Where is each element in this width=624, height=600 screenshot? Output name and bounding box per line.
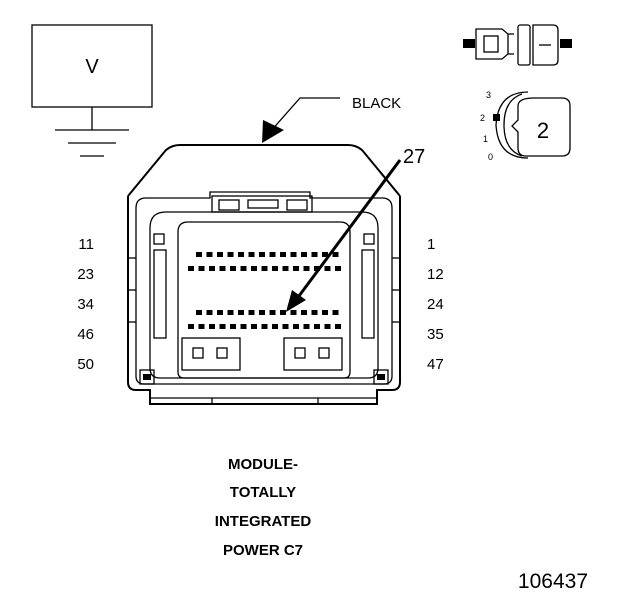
terminal-cavity: [280, 310, 286, 315]
voltmeter-symbol: V: [31, 24, 153, 157]
svg-text:0: 0: [488, 152, 493, 162]
terminal-cavity: [269, 310, 276, 315]
wire-color-label: BLACK: [352, 95, 401, 112]
terminal-cavity: [272, 266, 278, 271]
pin-label: 34: [77, 296, 94, 313]
title-line: INTEGRATED: [215, 513, 312, 530]
wire-color-callout: BLACK: [262, 95, 401, 143]
terminal-cavity: [219, 266, 226, 271]
terminal-cavity: [332, 252, 339, 257]
terminal-cavity: [335, 266, 341, 271]
arrow-icon: [262, 120, 284, 143]
terminal-cavity: [322, 310, 328, 315]
terminal-cavity: [314, 266, 320, 271]
terminal-cavity: [280, 252, 286, 257]
terminal-cavity: [303, 266, 310, 271]
terminal-cavity: [206, 310, 213, 315]
terminal-cavity: [293, 324, 299, 329]
terminal-cavity: [230, 266, 236, 271]
terminal-cavity: [240, 324, 247, 329]
terminal-cavity: [301, 252, 307, 257]
terminal-cavity: [248, 310, 255, 315]
power-terminal-block: [181, 337, 241, 371]
connector-title: MODULE- TOTALLY INTEGRATED POWER C7: [215, 456, 312, 559]
terminal-cavity: [314, 324, 320, 329]
pin-label: 35: [427, 326, 444, 343]
terminal-cavity: [230, 324, 236, 329]
terminal-cavity: [240, 266, 247, 271]
terminal-cavity: [324, 266, 331, 271]
svg-text:2: 2: [480, 113, 485, 123]
terminal-cavity: [188, 266, 194, 271]
pin-label: 12: [427, 266, 444, 283]
terminal-cavity: [188, 324, 194, 329]
terminal-cavity: [301, 310, 307, 315]
terminal-cavity: [293, 266, 299, 271]
terminal-cavity: [198, 266, 205, 271]
terminal-cavity: [322, 252, 328, 257]
terminal-cavity: [209, 324, 215, 329]
terminal-cavity: [261, 324, 268, 329]
terminal-cavity: [209, 266, 215, 271]
title-line: TOTALLY: [230, 484, 296, 501]
terminal-cavity: [272, 324, 278, 329]
terminal-cavity: [251, 266, 257, 271]
terminal-cavities: [188, 252, 341, 329]
pin-label: 24: [427, 296, 444, 313]
terminal-cavity: [332, 310, 339, 315]
title-line: MODULE-: [228, 456, 298, 473]
terminal-cavity: [290, 310, 297, 315]
terminal-cavity: [206, 252, 213, 257]
terminal-cavity: [196, 310, 202, 315]
pin-labels-left: 11 23 34 46 50: [77, 236, 94, 373]
position-indicator-icon: 2 3 2 1 0: [480, 90, 571, 162]
terminal-cavity: [282, 324, 289, 329]
terminal-cavity: [196, 252, 202, 257]
pin-callout: 27: [286, 146, 425, 312]
terminal-cavity: [259, 252, 265, 257]
latch-icon: [211, 195, 313, 213]
terminal-cavity: [227, 252, 234, 257]
pin-label: 47: [427, 356, 444, 373]
terminal-cavity: [269, 252, 276, 257]
connector-side-view-icon: [463, 24, 572, 66]
pin-label: 50: [77, 356, 94, 373]
terminal-cavity: [311, 310, 318, 315]
callout-pin-label: 27: [403, 146, 425, 168]
pin-label: 1: [427, 236, 435, 253]
terminal-cavity: [290, 252, 297, 257]
pin-label: 46: [77, 326, 94, 343]
svg-text:3: 3: [486, 90, 491, 100]
pin-label: 11: [78, 236, 94, 253]
terminal-cavity: [259, 310, 265, 315]
pin-label: 23: [77, 266, 94, 283]
terminal-cavity: [335, 324, 341, 329]
terminal-cavity: [227, 310, 234, 315]
figure-number: 106437: [518, 570, 588, 593]
terminal-cavity: [324, 324, 331, 329]
connector-view-number: 2: [537, 118, 549, 143]
arrow-icon: [286, 290, 306, 312]
terminal-cavity: [311, 252, 318, 257]
terminal-cavity: [217, 310, 223, 315]
terminal-cavity: [261, 266, 268, 271]
terminal-cavity: [251, 324, 257, 329]
terminal-cavity: [248, 252, 255, 257]
terminal-cavity: [198, 324, 205, 329]
terminal-cavity: [219, 324, 226, 329]
svg-text:1: 1: [483, 134, 488, 144]
power-terminal-block: [283, 337, 343, 371]
terminal-cavity: [238, 252, 244, 257]
pin-labels-right: 1 12 24 35 47: [427, 236, 444, 373]
voltmeter-label: V: [85, 56, 99, 78]
terminal-cavity: [303, 324, 310, 329]
terminal-cavity: [282, 266, 289, 271]
connector-face: [127, 144, 401, 405]
title-line: POWER C7: [223, 542, 303, 559]
terminal-cavity: [238, 310, 244, 315]
terminal-cavity: [217, 252, 223, 257]
